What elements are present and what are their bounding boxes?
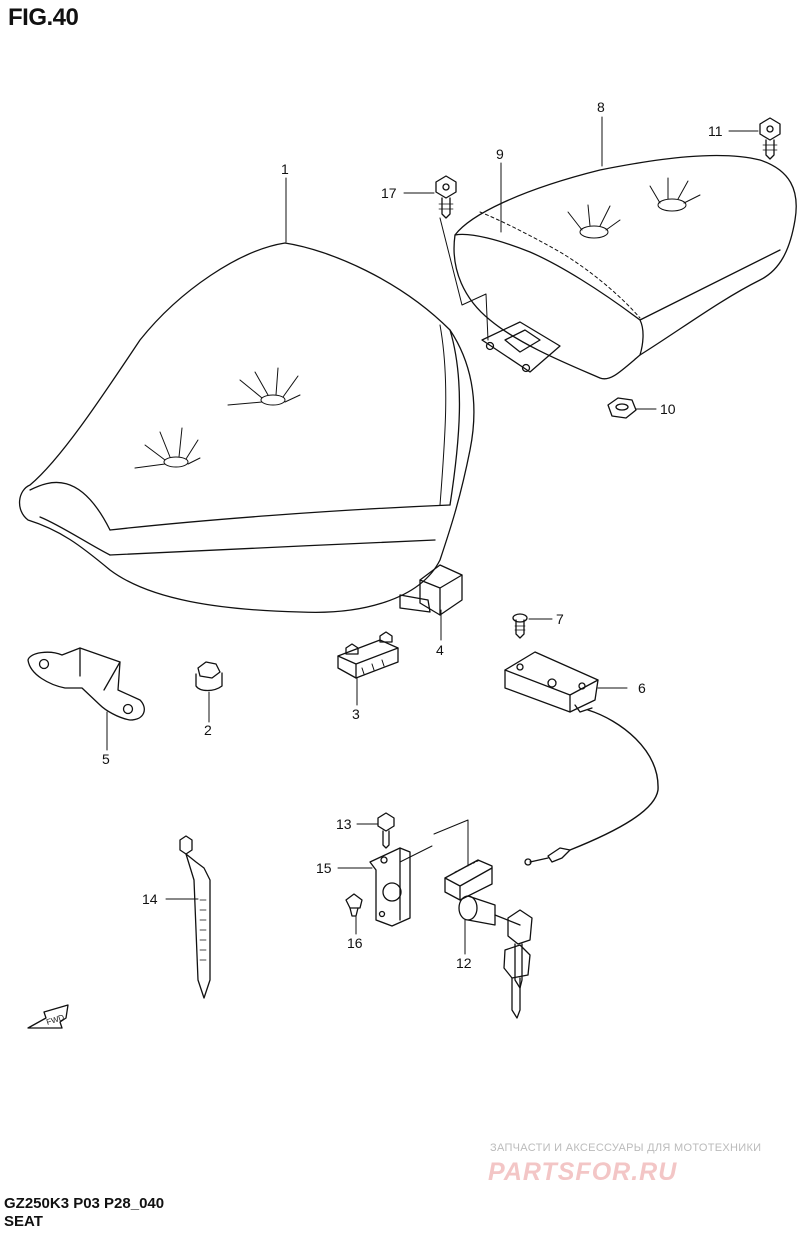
part-17-bolt: [435, 175, 457, 219]
part-14-cable-tie: [179, 835, 211, 999]
part-3-damper: [337, 631, 399, 679]
watermark-logo: PARTSFOR.RU: [488, 1158, 678, 1186]
seat-tuft-front: [134, 427, 201, 469]
leader-lines: [106, 116, 759, 955]
part-labels: 1 2 3 4 5 6 7 8 9 10 11 12 13 14 15 16 1…: [102, 99, 723, 971]
label-part-14: 14: [142, 891, 158, 907]
label-part-16: 16: [347, 935, 363, 951]
part-4-damper-block: [399, 564, 463, 616]
label-part-3: 3: [352, 706, 360, 722]
part-13-bolt: [377, 812, 395, 849]
label-part-6: 6: [638, 680, 646, 696]
figure-title: FIG.40: [8, 4, 79, 31]
seat-tuft-rear: [227, 367, 301, 406]
label-part-1: 1: [281, 161, 289, 177]
label-part-7: 7: [556, 611, 564, 627]
part-11-bolt: [759, 117, 781, 160]
label-part-11: 11: [708, 123, 723, 139]
label-part-12: 12: [456, 955, 472, 971]
label-part-8: 8: [597, 99, 605, 115]
label-part-15: 15: [316, 860, 332, 876]
label-part-4: 4: [436, 642, 444, 658]
part-12-seat-lock: [444, 859, 533, 1019]
watermark-tagline: ЗАПЧАСТИ И АКСЕССУАРЫ ДЛЯ МОТОТЕХНИКИ: [490, 1142, 762, 1154]
part-10-nut: [607, 397, 637, 419]
pillion-tuft-right: [649, 177, 701, 212]
main-seat: [18, 242, 475, 614]
part-16-screw: [345, 893, 363, 917]
part-7-screw: [512, 613, 528, 639]
pillion-tuft-left: [567, 204, 621, 239]
part-15-bracket: [369, 847, 411, 927]
pillion-seat: [453, 154, 797, 380]
label-part-17: 17: [381, 185, 397, 201]
section-name: SEAT: [4, 1213, 43, 1230]
label-part-10: 10: [660, 401, 676, 417]
label-part-13: 13: [336, 816, 352, 832]
fwd-arrow-icon: FWD: [27, 1004, 69, 1029]
part-2-cushion: [195, 661, 223, 692]
label-part-5: 5: [102, 751, 110, 767]
label-part-2: 2: [204, 722, 212, 738]
model-code: GZ250K3 P03 P28_040: [4, 1195, 165, 1212]
part-6-helmet-holder: [504, 651, 659, 866]
label-part-9: 9: [496, 146, 504, 162]
part-5-bracket: [27, 647, 145, 721]
